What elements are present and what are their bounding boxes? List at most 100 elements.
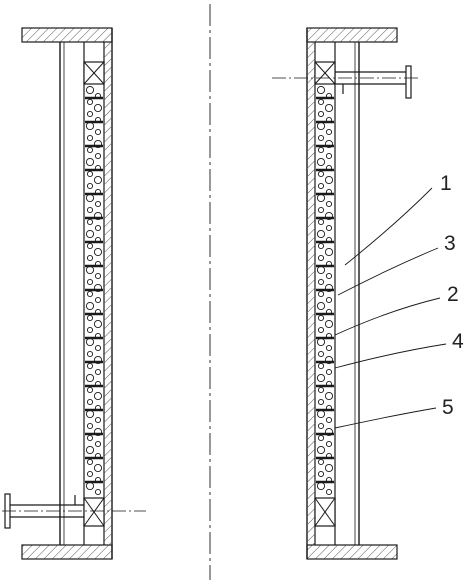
packing-granule xyxy=(325,224,333,232)
packing-granule xyxy=(86,326,94,334)
bottom-flange-right xyxy=(306,544,398,560)
packing-granule xyxy=(86,458,94,466)
callout-3: 3 xyxy=(444,232,456,255)
packing-granule xyxy=(316,481,326,491)
packing-granule xyxy=(93,463,103,473)
packing-granule xyxy=(93,319,103,329)
callout-2: 2 xyxy=(447,283,459,306)
packing-granule xyxy=(86,290,94,298)
packing-granule xyxy=(86,206,94,214)
packing-granule xyxy=(86,98,94,106)
packing-granule xyxy=(93,103,103,113)
callout-4: 4 xyxy=(452,330,464,353)
packing-granule xyxy=(94,152,102,160)
packing-granule xyxy=(317,362,325,370)
packing-granule xyxy=(317,326,325,334)
callout-1: 1 xyxy=(440,172,452,195)
packing-granule xyxy=(94,416,102,424)
packing-granule xyxy=(85,337,95,347)
leader-line-4 xyxy=(334,343,447,369)
packing-granule xyxy=(93,139,103,149)
top-flange-right xyxy=(306,27,398,43)
nozzle-flange xyxy=(405,65,412,99)
packing-granule xyxy=(317,422,325,430)
top-flange-left xyxy=(21,27,113,43)
packing-granule xyxy=(317,170,325,178)
packing-granule xyxy=(93,427,103,437)
bottom-flange-left xyxy=(21,544,113,560)
packing-granule xyxy=(324,391,334,401)
packing-granule xyxy=(86,254,94,262)
packing-granule xyxy=(86,134,94,142)
packing-granule xyxy=(86,386,94,394)
packing-seal-x-icon xyxy=(314,497,336,527)
inner-tube xyxy=(111,28,308,559)
packing-granule xyxy=(86,182,94,190)
packing-granule xyxy=(317,386,325,394)
packing-granule xyxy=(94,440,102,448)
packing-granule xyxy=(324,175,334,185)
packing-granule xyxy=(85,157,95,167)
packing-granule xyxy=(317,434,325,442)
packing-granule xyxy=(94,368,102,376)
packing-granule xyxy=(86,434,94,442)
packing-granule xyxy=(325,368,333,376)
packing-seal-x-icon xyxy=(83,61,105,85)
packing-granule xyxy=(317,110,325,118)
packing-granule xyxy=(317,470,325,478)
packing-granule xyxy=(317,134,325,142)
leader-line-5 xyxy=(334,407,437,429)
callouts: 1 3 2 4 5 xyxy=(334,172,464,429)
packing-granule xyxy=(86,242,94,250)
packing-granule xyxy=(86,314,94,322)
packing-granule xyxy=(93,211,103,221)
packing-granule xyxy=(317,242,325,250)
packing-granule xyxy=(85,481,95,491)
packing-granule xyxy=(325,200,333,208)
packing-granule xyxy=(324,139,334,149)
side-nozzle-top-right xyxy=(272,65,418,99)
packing-granule xyxy=(93,175,103,185)
top-flange xyxy=(21,27,398,43)
packing-granule xyxy=(325,152,333,160)
packing-granule xyxy=(85,265,95,275)
packing-granule xyxy=(94,128,102,136)
packing-granule xyxy=(317,146,325,154)
packing-granule xyxy=(316,193,326,203)
packing-granule xyxy=(85,373,95,383)
packing-granule xyxy=(316,445,326,455)
packing-granule xyxy=(317,206,325,214)
packing-granule xyxy=(85,229,95,239)
callout-5: 5 xyxy=(442,396,454,419)
packing-granule xyxy=(317,182,325,190)
packing-granule xyxy=(325,416,333,424)
packing-granule xyxy=(85,85,95,95)
packing-granule xyxy=(94,488,102,496)
packing-granule xyxy=(93,355,103,365)
side-nozzle-bottom-left xyxy=(2,493,146,529)
packing-granule xyxy=(86,398,94,406)
packing-granule xyxy=(93,283,103,293)
leader-line-2 xyxy=(334,297,441,336)
packing-granule xyxy=(317,314,325,322)
packing-granule xyxy=(317,458,325,466)
packing-granule xyxy=(85,193,95,203)
packing-granule xyxy=(86,362,94,370)
packing-granule xyxy=(317,218,325,226)
packing-granule xyxy=(85,121,95,131)
packing-granule xyxy=(324,283,334,293)
packing-granule xyxy=(94,224,102,232)
packing-granule xyxy=(324,463,334,473)
packing-granule xyxy=(86,110,94,118)
bottom-flange xyxy=(21,544,398,560)
packing-seal-x-icon xyxy=(83,497,105,527)
packing-granule xyxy=(94,296,102,304)
packing-granule xyxy=(324,427,334,437)
packing-granule xyxy=(325,344,333,352)
packing-granule xyxy=(317,350,325,358)
packing-granule xyxy=(317,278,325,286)
packing-granule xyxy=(324,211,334,221)
packed-bed-right xyxy=(316,85,334,496)
packing-granule xyxy=(86,470,94,478)
